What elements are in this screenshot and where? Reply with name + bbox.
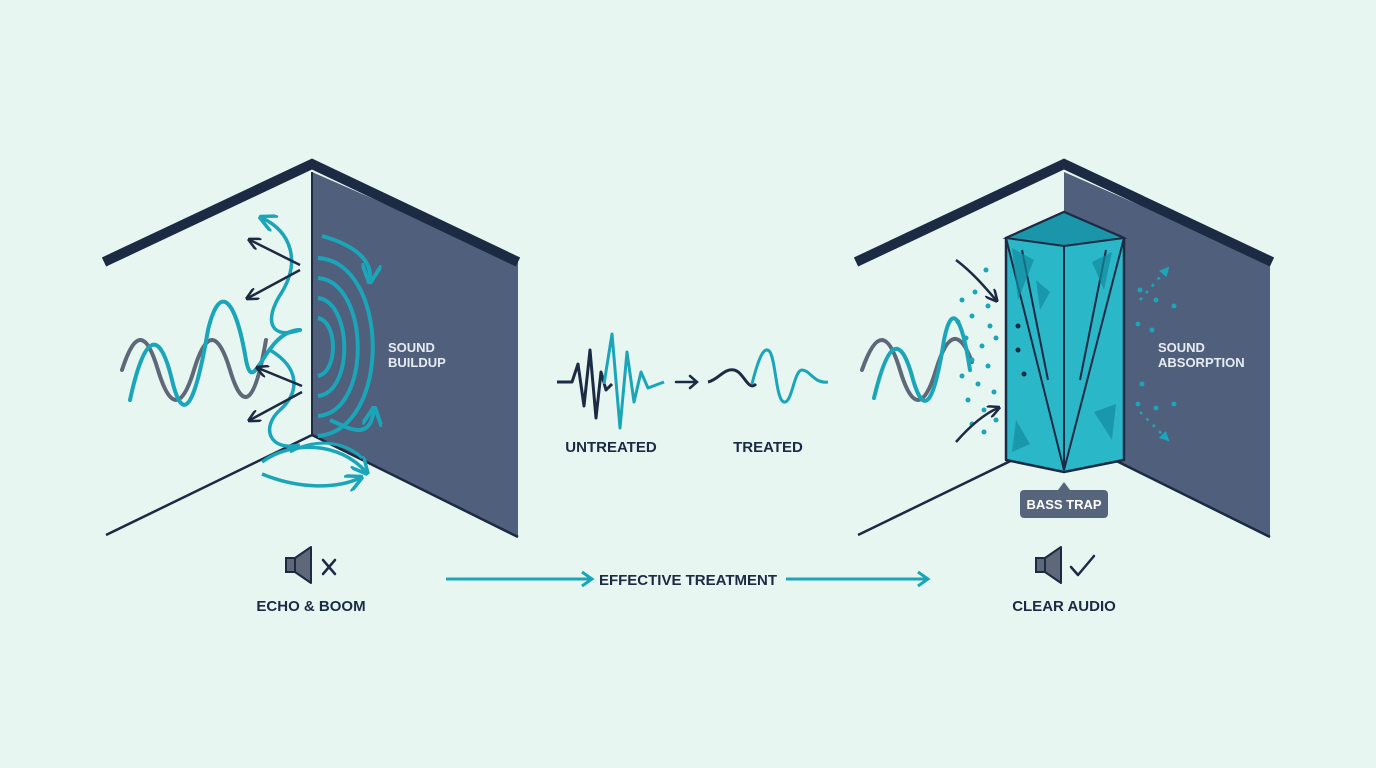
untreated-wave-navy bbox=[557, 348, 614, 420]
echo-boom-caption: ECHO & BOOM bbox=[256, 598, 365, 615]
left-room-corner bbox=[101, 158, 521, 539]
absorbed-particles bbox=[955, 267, 999, 435]
bounce-arrow-1 bbox=[250, 240, 301, 267]
badge-box bbox=[1020, 490, 1108, 518]
right-incoming-waves bbox=[860, 316, 974, 403]
sound-buildup-label-line2: BUILDUP bbox=[388, 355, 446, 370]
treated-wave-navy bbox=[707, 368, 758, 388]
resonance-arrow-top bbox=[321, 234, 370, 280]
absorption-arrow-down bbox=[1139, 411, 1170, 442]
right-wave-gray bbox=[860, 337, 974, 402]
floor-swirl-1 bbox=[260, 445, 366, 472]
treated-label: TREATED bbox=[733, 439, 803, 456]
arrow-right-icon bbox=[917, 570, 931, 588]
bass-trap-label: BASS TRAP bbox=[1026, 497, 1101, 512]
floor-swirl-2 bbox=[261, 472, 360, 486]
bass-trap-badge: BASS TRAP bbox=[1020, 482, 1108, 518]
left-floor-line bbox=[105, 433, 519, 539]
absorption-particles bbox=[1135, 287, 1177, 411]
resonance-arrow-bottom bbox=[329, 410, 374, 432]
close-icon bbox=[321, 558, 337, 576]
untreated-label: UNTREATED bbox=[565, 439, 657, 456]
compare-arrow-icon bbox=[674, 374, 699, 390]
bass-trap bbox=[1002, 210, 1128, 474]
right-incoming-arrows bbox=[955, 259, 998, 443]
check-icon bbox=[1069, 554, 1096, 577]
bounce-arrow-3 bbox=[258, 368, 303, 388]
bass-trap-texture bbox=[1012, 248, 1116, 452]
treated-wave-teal bbox=[750, 348, 829, 404]
reflection-path-upper bbox=[262, 218, 301, 335]
speaker-muted-icon bbox=[285, 546, 312, 584]
left-bounce-arrows bbox=[248, 240, 303, 420]
reflection-path-lower bbox=[268, 348, 301, 448]
bass-trap-pores bbox=[1015, 323, 1027, 377]
right-wave-teal bbox=[872, 316, 972, 403]
effective-treatment-label: EFFECTIVE TREATMENT bbox=[599, 572, 777, 589]
resonance-ring-inner bbox=[317, 316, 335, 378]
resonance-ring-3 bbox=[317, 296, 347, 398]
right-ceiling-line bbox=[853, 158, 1275, 267]
bounce-arrow-4 bbox=[250, 390, 303, 420]
sound-absorption-label-line1: SOUND bbox=[1158, 340, 1205, 355]
effective-treatment-flow bbox=[446, 570, 931, 588]
incoming-arrow-bottom bbox=[955, 408, 998, 443]
flow-arrowhead-left bbox=[581, 570, 595, 588]
speaker-icon bbox=[1035, 546, 1062, 584]
bass-trap-facets bbox=[1005, 237, 1125, 471]
resonance-ring-2 bbox=[317, 276, 360, 418]
absorption-arrows bbox=[1135, 266, 1177, 442]
sound-buildup-label-line1: SOUND bbox=[388, 340, 435, 355]
left-ceiling-line bbox=[101, 158, 521, 267]
wall-resonance-rings bbox=[317, 234, 374, 438]
untreated-waveform bbox=[557, 332, 665, 430]
bounce-arrow-2 bbox=[248, 268, 301, 298]
left-reflection-paths bbox=[262, 218, 366, 486]
floor-swirl-3 bbox=[289, 441, 364, 460]
sound-absorption-label-line2: ABSORPTION bbox=[1158, 355, 1245, 370]
incoming-arrow-top bbox=[955, 259, 996, 300]
badge-pointer bbox=[1058, 482, 1070, 490]
clear-audio-caption: CLEAR AUDIO bbox=[1012, 598, 1116, 615]
untreated-wave-teal bbox=[602, 332, 665, 430]
treated-waveform bbox=[707, 348, 829, 404]
